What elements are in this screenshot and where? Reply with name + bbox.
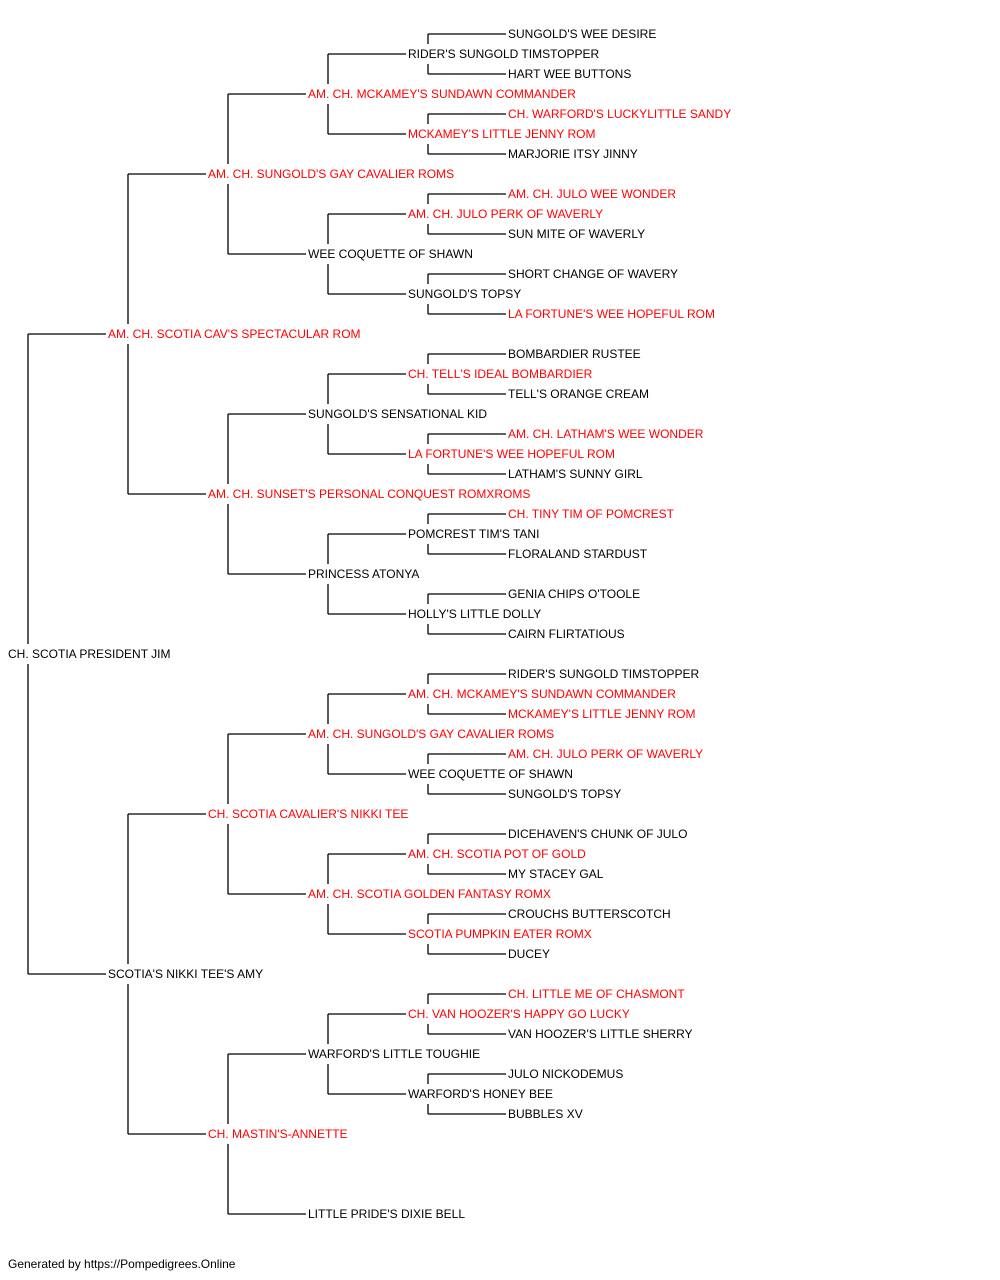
pedigree-node-pedigree.sire.sire.sire.dam.dam: MARJORIE ITSY JINNY [507, 147, 639, 161]
pedigree-node-pedigree.sire.sire: AM. CH. SUNGOLD'S GAY CAVALIER ROMS [207, 167, 456, 181]
pedigree-node-pedigree.sire: AM. CH. SCOTIA CAV'S SPECTACULAR ROM [107, 327, 362, 341]
pedigree-node-pedigree.dam.sire.dam.dam.dam: DUCEY [507, 947, 552, 961]
pedigree-node-pedigree.sire.dam.dam.dam.dam: CAIRN FLIRTATIOUS [507, 627, 626, 641]
pedigree-node-pedigree.sire.sire.dam.sire: AM. CH. JULO PERK OF WAVERLY [407, 207, 605, 221]
footer-credit: Generated by https://Pompedigrees.Online [8, 1257, 236, 1271]
pedigree-node-pedigree.dam.dam.dam: LITTLE PRIDE'S DIXIE BELL [307, 1207, 467, 1221]
pedigree-node-pedigree.dam.sire.sire.sire.sire: RIDER'S SUNGOLD TIMSTOPPER [507, 667, 701, 681]
pedigree-node-pedigree.sire.sire.sire: AM. CH. MCKAMEY'S SUNDAWN COMMANDER [307, 87, 577, 101]
pedigree-node-pedigree.dam: SCOTIA'S NIKKI TEE'S AMY [107, 967, 265, 981]
pedigree-node-pedigree.sire.sire.dam.sire.sire: AM. CH. JULO WEE WONDER [507, 187, 678, 201]
pedigree-node-pedigree.sire.sire.dam.dam.dam: LA FORTUNE'S WEE HOPEFUL ROM [507, 307, 716, 321]
pedigree-node-pedigree.dam.sire.dam.dam: SCOTIA PUMPKIN EATER ROMX [407, 927, 593, 941]
pedigree-node-pedigree.sire.dam.sire.sire: CH. TELL'S IDEAL BOMBARDIER [407, 367, 594, 381]
pedigree-node-pedigree.sire.dam.sire: SUNGOLD'S SENSATIONAL KID [307, 407, 488, 421]
pedigree-node-pedigree.dam.sire.dam.sire.dam: MY STACEY GAL [507, 867, 605, 881]
pedigree-node-pedigree.sire.sire.dam.dam.sire: SHORT CHANGE OF WAVERY [507, 267, 680, 281]
pedigree-node-pedigree.dam.sire.dam.sire.sire: DICEHAVEN'S CHUNK OF JULO [507, 827, 689, 841]
pedigree-node-pedigree.sire.dam.dam.dam: HOLLY'S LITTLE DOLLY [407, 607, 543, 621]
pedigree-node-pedigree.sire.dam.dam.sire.sire: CH. TINY TIM OF POMCREST [507, 507, 676, 521]
pedigree-node-pedigree.sire.sire.dam.dam: SUNGOLD'S TOPSY [407, 287, 523, 301]
pedigree-node-pedigree.sire.sire.sire.dam.sire: CH. WARFORD'S LUCKYLITTLE SANDY [507, 107, 733, 121]
pedigree-node-pedigree.dam.sire.dam.dam.sire: CROUCHS BUTTERSCOTCH [507, 907, 672, 921]
pedigree-node-pedigree.dam.dam.sire.sire: CH. VAN HOOZER'S HAPPY GO LUCKY [407, 1007, 631, 1021]
pedigree-node-pedigree.sire.sire.dam.sire.dam: SUN MITE OF WAVERLY [507, 227, 647, 241]
pedigree-node-pedigree.sire.sire.sire.sire: RIDER'S SUNGOLD TIMSTOPPER [407, 47, 601, 61]
pedigree-node-pedigree.dam.dam.sire.dam: WARFORD'S HONEY BEE [407, 1087, 554, 1101]
pedigree-node-pedigree.sire.dam.dam: PRINCESS ATONYA [307, 567, 421, 581]
pedigree-node-pedigree.dam.sire.sire.dam.sire: AM. CH. JULO PERK OF WAVERLY [507, 747, 705, 761]
pedigree-node-pedigree.sire.dam.sire.sire.sire: BOMBARDIER RUSTEE [507, 347, 642, 361]
pedigree-node-pedigree.dam.sire.sire: AM. CH. SUNGOLD'S GAY CAVALIER ROMS [307, 727, 556, 741]
pedigree-node-pedigree.dam.dam.sire.dam.sire: JULO NICKODEMUS [507, 1067, 625, 1081]
pedigree-node-pedigree.sire.dam.dam.sire.dam: FLORALAND STARDUST [507, 547, 649, 561]
pedigree-node-pedigree.sire.dam.dam.dam.sire: GENIA CHIPS O'TOOLE [507, 587, 642, 601]
pedigree-node-pedigree.sire.sire.sire.dam: MCKAMEY'S LITTLE JENNY ROM [407, 127, 597, 141]
pedigree-node-pedigree.dam.dam: CH. MASTIN'S-ANNETTE [207, 1127, 349, 1141]
pedigree-node-pedigree.sire.dam.sire.dam.sire: AM. CH. LATHAM'S WEE WONDER [507, 427, 705, 441]
pedigree-node-pedigree.sire.dam: AM. CH. SUNSET'S PERSONAL CONQUEST ROMXR… [207, 487, 532, 501]
pedigree-node-pedigree.sire.sire.dam: WEE COQUETTE OF SHAWN [307, 247, 474, 261]
pedigree-node-pedigree.sire.dam.sire.sire.dam: TELL'S ORANGE CREAM [507, 387, 650, 401]
pedigree-node-pedigree.sire.dam.sire.dam.dam: LATHAM'S SUNNY GIRL [507, 467, 644, 481]
pedigree-node-pedigree: CH. SCOTIA PRESIDENT JIM [7, 647, 172, 661]
pedigree-node-pedigree.dam.dam.sire.sire.sire: CH. LITTLE ME OF CHASMONT [507, 987, 686, 1001]
pedigree-node-pedigree.dam.sire.dam.sire: AM. CH. SCOTIA POT OF GOLD [407, 847, 587, 861]
pedigree-node-pedigree.dam.dam.sire.sire.dam: VAN HOOZER'S LITTLE SHERRY [507, 1027, 694, 1041]
pedigree-node-pedigree.dam.sire: CH. SCOTIA CAVALIER'S NIKKI TEE [207, 807, 410, 821]
pedigree-node-pedigree.dam.sire.sire.sire.dam: MCKAMEY'S LITTLE JENNY ROM [507, 707, 697, 721]
pedigree-node-pedigree.sire.dam.sire.dam: LA FORTUNE'S WEE HOPEFUL ROM [407, 447, 616, 461]
pedigree-node-pedigree.dam.sire.dam: AM. CH. SCOTIA GOLDEN FANTASY ROMX [307, 887, 552, 901]
pedigree-node-pedigree.dam.sire.sire.sire: AM. CH. MCKAMEY'S SUNDAWN COMMANDER [407, 687, 677, 701]
pedigree-node-pedigree.dam.dam.sire.dam.dam: BUBBLES XV [507, 1107, 584, 1121]
pedigree-node-pedigree.dam.sire.sire.dam: WEE COQUETTE OF SHAWN [407, 767, 574, 781]
pedigree-node-pedigree.sire.dam.dam.sire: POMCREST TIM'S TANI [407, 527, 541, 541]
pedigree-node-pedigree.sire.sire.sire.sire.dam: HART WEE BUTTONS [507, 67, 633, 81]
pedigree-node-pedigree.dam.sire.sire.dam.dam: SUNGOLD'S TOPSY [507, 787, 623, 801]
pedigree-node-pedigree.sire.sire.sire.sire.sire: SUNGOLD'S WEE DESIRE [507, 27, 658, 41]
pedigree-node-pedigree.dam.dam.sire: WARFORD'S LITTLE TOUGHIE [307, 1047, 482, 1061]
